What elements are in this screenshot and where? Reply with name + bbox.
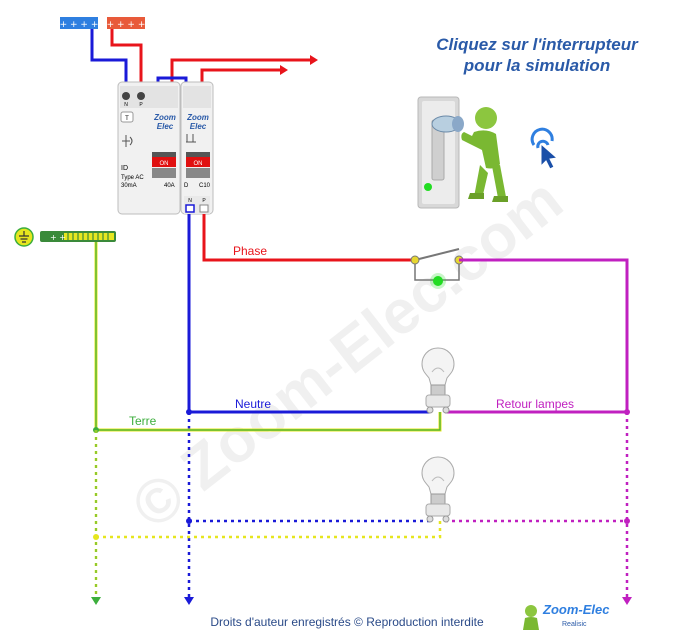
- instruction-line-1: Cliquez sur l'interrupteur: [436, 35, 639, 54]
- c10-rating: C10: [199, 183, 211, 189]
- id-brand-2: Elec: [157, 122, 174, 131]
- arrow-phase-1: [310, 55, 318, 65]
- earth-bar: + +: [14, 227, 116, 247]
- phase-supply-bar: + + + +: [107, 17, 146, 30]
- instruction-line-2: pour la simulation: [463, 56, 610, 75]
- id-brand-1: Zoom: [153, 113, 176, 122]
- supply-phase-wire: [110, 29, 143, 88]
- zoom-elec-logo: Zoom-Elec Realisic: [523, 602, 610, 630]
- id-test-button: T: [125, 116, 129, 122]
- c10-breaker: Zoom Elec ON D C10 N P: [180, 81, 214, 215]
- svg-text:+ + + +: + + + +: [60, 20, 99, 30]
- c10-curve: D: [184, 183, 189, 189]
- differential-breaker: N P T Zoom Elec ON ID Type AC 30mA 40A: [117, 81, 181, 215]
- switch-illustration[interactable]: [417, 96, 508, 209]
- earth-label: Terre: [129, 414, 157, 428]
- earth-wire: [94, 242, 442, 432]
- c10-on-label: ON: [194, 161, 203, 167]
- return-wire: [445, 258, 629, 414]
- neutral-label: Neutre: [235, 397, 271, 411]
- out-phase-wire-2: [200, 68, 280, 88]
- id-on-label: ON: [160, 161, 169, 167]
- c10-brand-2: Elec: [190, 122, 207, 131]
- id-sensitivity: 30mA: [121, 183, 137, 189]
- switch-status-led: [433, 276, 443, 286]
- single-pole-switch[interactable]: [410, 248, 464, 289]
- id-type: Type AC: [121, 175, 144, 181]
- svg-text:+ + + +: + + + +: [107, 20, 146, 30]
- id-rating: 40A: [164, 183, 175, 189]
- arrow-phase-2: [280, 65, 288, 75]
- return-label: Retour lampes: [496, 397, 574, 411]
- earth-wire-lamp2: [96, 521, 442, 539]
- c10-terminal-n: N: [188, 198, 192, 204]
- id-label: ID: [121, 165, 128, 172]
- id-terminal-n: N: [124, 102, 128, 108]
- c10-brand-1: Zoom: [186, 113, 209, 122]
- click-pointer-icon: [530, 127, 559, 170]
- logo-sub-text: Realisic: [562, 621, 587, 628]
- logo-main-text: Zoom-Elec: [542, 602, 610, 617]
- id-terminal-p: P: [139, 102, 143, 108]
- neutral-supply-bar: + + + +: [60, 17, 99, 30]
- c10-terminal-p: P: [202, 198, 206, 204]
- phase-wire: [202, 214, 415, 262]
- supply-neutral-wire: [90, 29, 128, 88]
- copyright-footer: Droits d'auteur enregistrés © Reproducti…: [210, 615, 484, 629]
- svg-text:+ +: + +: [50, 233, 66, 242]
- lamp-2: [421, 456, 455, 523]
- lamp-1: [421, 347, 455, 414]
- phase-label: Phase: [233, 244, 267, 258]
